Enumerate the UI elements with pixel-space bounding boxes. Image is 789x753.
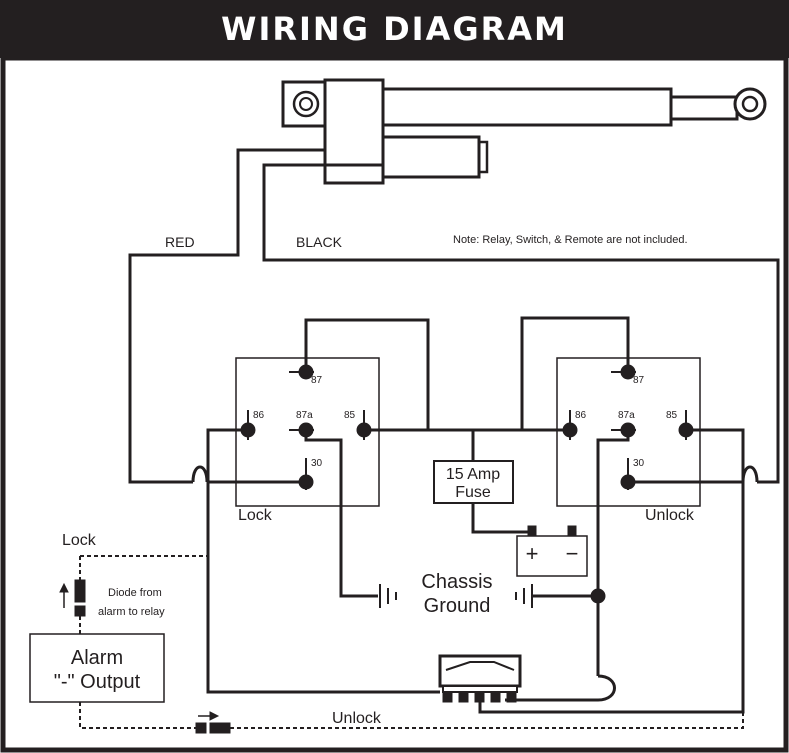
unlock-relay-label: Unlock	[645, 507, 695, 524]
diagram-border	[0, 55, 789, 753]
diode-unlock	[195, 711, 231, 734]
ground-label-line1: Chassis	[421, 571, 492, 593]
unlock-pin-85: 85	[666, 410, 678, 421]
lock-87-wire	[304, 318, 430, 430]
red-wire-label: RED	[165, 234, 195, 250]
alarm-label-line1: Alarm	[71, 647, 123, 669]
fuse-box	[433, 460, 514, 504]
note-text: Note: Relay, Switch, & Remote are not in…	[453, 234, 688, 246]
lock-86-wire	[206, 428, 440, 694]
alarm-label-line2: "-" Output	[54, 671, 141, 693]
ground-label-line2: Ground	[424, 595, 491, 617]
lock-relay-label: Lock	[238, 507, 273, 524]
unlock-pin-87: 87	[633, 375, 645, 386]
linear-actuator	[281, 78, 767, 185]
lock-pin-87a: 87a	[296, 410, 313, 421]
black-wire-hop	[741, 465, 759, 483]
black-wire	[262, 163, 780, 484]
lock-pin-85: 85	[344, 410, 356, 421]
lock-87a-ground	[304, 430, 378, 598]
black-wire-label: BLACK	[296, 234, 343, 250]
ground-symbol-right	[515, 584, 533, 608]
fuse-label-line1: 15 Amp	[446, 466, 500, 483]
unlock-pin-86: 86	[575, 410, 587, 421]
unlock-87a-ground	[596, 430, 630, 676]
alarm-lock-label: Lock	[62, 532, 97, 549]
rocker-switch	[438, 654, 522, 703]
ground-symbol-left	[379, 584, 397, 608]
red-wire	[128, 148, 325, 484]
lock-pin-30: 30	[311, 458, 323, 469]
alarm-unlock-label: Unlock	[332, 710, 382, 727]
diode-label-line1: Diode from	[108, 587, 162, 599]
diode-lock	[59, 579, 86, 617]
battery-plus: +	[526, 541, 539, 566]
title-banner: WIRING DIAGRAM	[0, 0, 789, 58]
diode-label-line2: alarm to relay	[98, 606, 165, 618]
unlock-pin-30: 30	[633, 458, 645, 469]
lock-pin-86: 86	[253, 410, 265, 421]
alarm-box	[29, 633, 165, 703]
fuse-label-line2: Fuse	[455, 484, 491, 501]
alarm-unlock-wire	[79, 702, 196, 729]
red-wire-hop	[191, 465, 209, 483]
unlock-87-wire	[520, 316, 630, 430]
unlock-pin-87a: 87a	[618, 410, 635, 421]
page-title: WIRING DIAGRAM	[221, 10, 568, 48]
lock-pin-87: 87	[311, 375, 323, 386]
battery	[516, 525, 588, 577]
battery-minus: −	[566, 541, 579, 566]
